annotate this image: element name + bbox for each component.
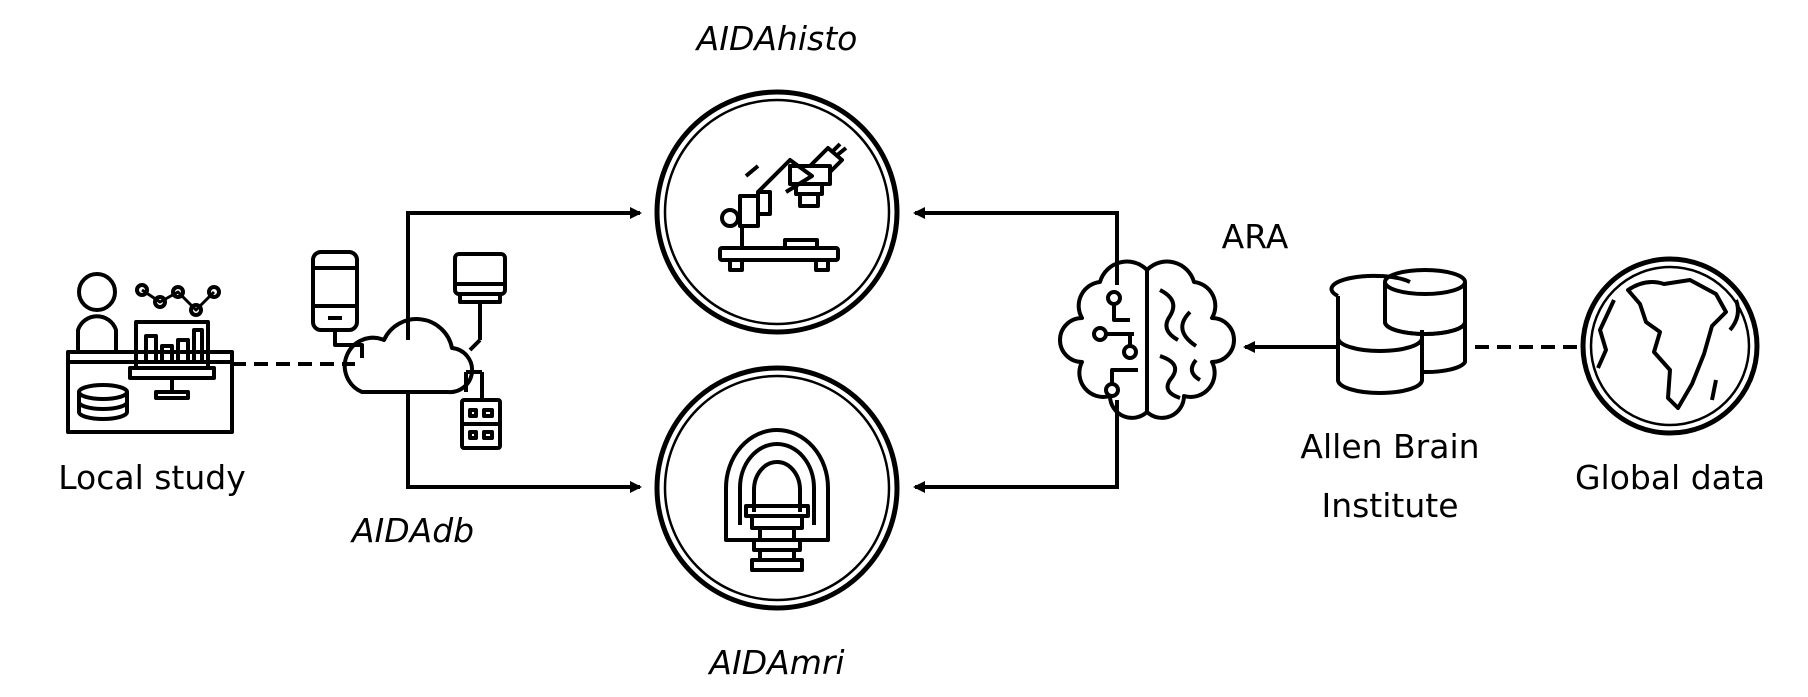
aida-mri-label: AIDAmri (707, 643, 844, 682)
ara-label: ARA (1222, 217, 1289, 256)
connectors (232, 207, 1583, 493)
arrow-ara-to-mri (913, 400, 1119, 493)
microscope-icon (718, 142, 848, 272)
global-data-label: Global data (1575, 458, 1765, 497)
aida-db-label: AIDAdb (350, 511, 474, 550)
allen-brain-institute-label-line2: Institute (1321, 486, 1458, 525)
aida-histo-label: AIDAhisto (695, 19, 858, 58)
aida-mri-node (654, 365, 900, 611)
arrow-db-to-mri (406, 392, 642, 493)
researcher-workstation-icon (66, 272, 234, 434)
cloud-network-icon (311, 250, 507, 450)
mri-scanner-icon (724, 428, 830, 572)
allen-brain-institute-label-line1: Allen Brain (1300, 427, 1479, 466)
local-study-label: Local study (58, 458, 246, 497)
aida-histo-node (654, 89, 900, 335)
database-icon (1329, 268, 1467, 395)
globe-icon (1580, 256, 1760, 436)
arrow-db-to-histo (406, 207, 642, 340)
arrow-ara-to-histo (913, 207, 1119, 285)
brain-icon (1058, 259, 1236, 420)
